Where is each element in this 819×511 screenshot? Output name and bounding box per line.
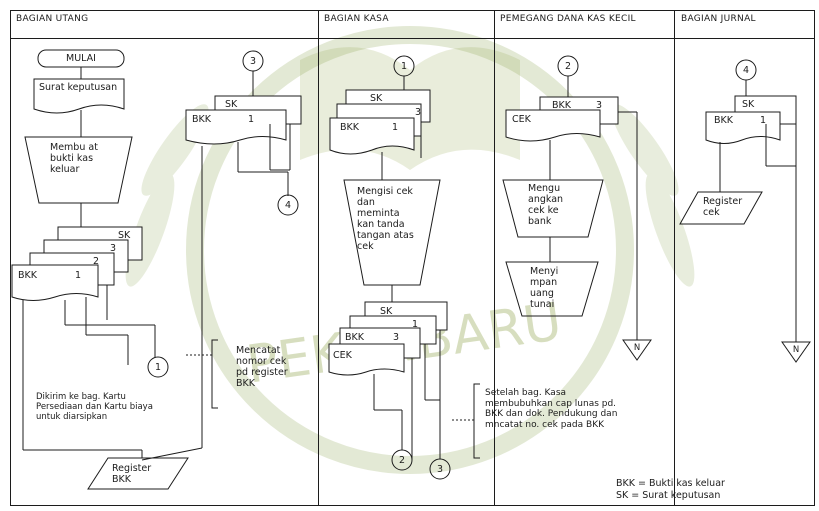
stack2-sk-label: SK: [225, 99, 238, 110]
kasa-stack2-n3-label: 3: [393, 332, 400, 343]
connector-1-utang: [147, 356, 169, 378]
offpage-n-jurnal: [781, 341, 811, 363]
connector-2-kasa-label: 2: [398, 455, 406, 466]
stack2-kasa: [328, 301, 448, 376]
offpage-n-kaskecil: [622, 339, 652, 361]
doc-surat-keputusan: [33, 78, 125, 114]
manual-proc-menguangkan: [502, 179, 604, 238]
proc-membuat-bkk-label: Membu at bukti kas keluar: [50, 142, 98, 175]
proc-mengisi-cek-label: Mengisi cek dan meminta kan tanda tangan…: [357, 186, 414, 252]
kasa-stack2-cek-label: CEK: [333, 350, 352, 361]
kasa-stack2-n1-label: 1: [412, 319, 419, 330]
legend-sk: SK = Surat keputusan: [616, 490, 721, 501]
lane-title-kasa: BAGIAN KASA: [324, 14, 389, 24]
connector-3-kasa-label: 3: [436, 464, 444, 475]
stack-jurnal: [705, 95, 797, 144]
proc-menguangkan-label: Mengu angkan cek ke bank: [528, 183, 564, 227]
annotation-bracket-kasa: [473, 383, 480, 459]
lane-title-kaskecil: PEMEGANG DANA KAS KECIL: [500, 14, 636, 24]
lane-title-jurnal: BAGIAN JURNAL: [681, 14, 756, 24]
connector-3-utang-label: 3: [249, 56, 257, 67]
register-bkk-shape: [87, 457, 189, 490]
kaskecil-stack-bkk-label: BKK: [552, 100, 571, 111]
note-kasa: Setelah bag. Kasa membubuhkan cap lunas …: [485, 388, 618, 430]
jurnal-stack-n1-label: 1: [760, 115, 767, 126]
stack-n3-label: 3: [110, 243, 117, 254]
kaskecil-stack-n3-label: 3: [596, 100, 603, 111]
stack-n1-label: 1: [75, 270, 82, 281]
stack-bkk-label: BKK: [18, 270, 37, 281]
connector-1-kasa-label: 1: [400, 61, 408, 72]
kasa-stack-sk-label: SK: [370, 93, 383, 104]
kasa-stack-n1-label: 1: [392, 122, 399, 133]
lane-frame: [10, 10, 815, 506]
lane-title-utang: BAGIAN UTANG: [16, 14, 89, 24]
stack2-bkk-label: BKK: [192, 114, 211, 125]
kasa-stack2-bkk-label: BKK: [345, 332, 364, 343]
stack2-n1-label: 1: [248, 114, 255, 125]
kasa-stack-n3-label: 3: [415, 107, 422, 118]
stack-kaskecil: [505, 96, 619, 142]
stack2-utang: [185, 95, 302, 145]
offpage-n-kaskecil-label: N: [633, 343, 641, 353]
connector-1-utang-label: 1: [154, 362, 162, 373]
kasa-stack-bkk-label: BKK: [340, 122, 359, 133]
manual-proc-menyimpan: [505, 261, 599, 317]
note-mencatat: Mencatat nomor cek pd register BKK: [236, 345, 288, 389]
stack-utang: [11, 226, 143, 301]
register-cek-label: Register cek: [703, 196, 743, 218]
legend-bkk: BKK = Bukti kas keluar: [616, 478, 725, 489]
connector-2-kasa: [391, 449, 413, 471]
stack-kasa: [329, 89, 431, 155]
manual-proc-membuat-bkk: [24, 136, 133, 204]
jurnal-stack-sk-label: SK: [742, 99, 755, 110]
connector-4-jurnal-label: 4: [742, 65, 750, 76]
connector-4-utang-label: 4: [284, 200, 292, 211]
kasa-stack2-sk-label: SK: [380, 306, 393, 317]
doc-surat-keputusan-label: Surat keputusan: [39, 82, 118, 93]
note-distribusi: Dikirim ke bag. Kartu Persediaan dan Kar…: [36, 392, 153, 422]
manual-proc-mengisi-cek: [343, 179, 441, 286]
kaskecil-stack-cek-label: CEK: [512, 114, 531, 125]
register-bkk-label: Register BKK: [112, 463, 152, 485]
proc-menyimpan-label: Menyi mpan uang tunai: [530, 266, 559, 310]
stack-n2-label: 2: [93, 256, 100, 267]
connector-2-kaskecil-label: 2: [564, 61, 572, 72]
annotation-bracket-utang: [211, 339, 218, 409]
register-cek-shape: [679, 191, 763, 225]
offpage-n-jurnal-label: N: [792, 345, 800, 355]
stack-sk-label: SK: [118, 230, 131, 241]
connector-4-utang: [277, 194, 299, 216]
start-label: MULAI: [66, 53, 96, 64]
jurnal-stack-bkk-label: BKK: [714, 115, 733, 126]
